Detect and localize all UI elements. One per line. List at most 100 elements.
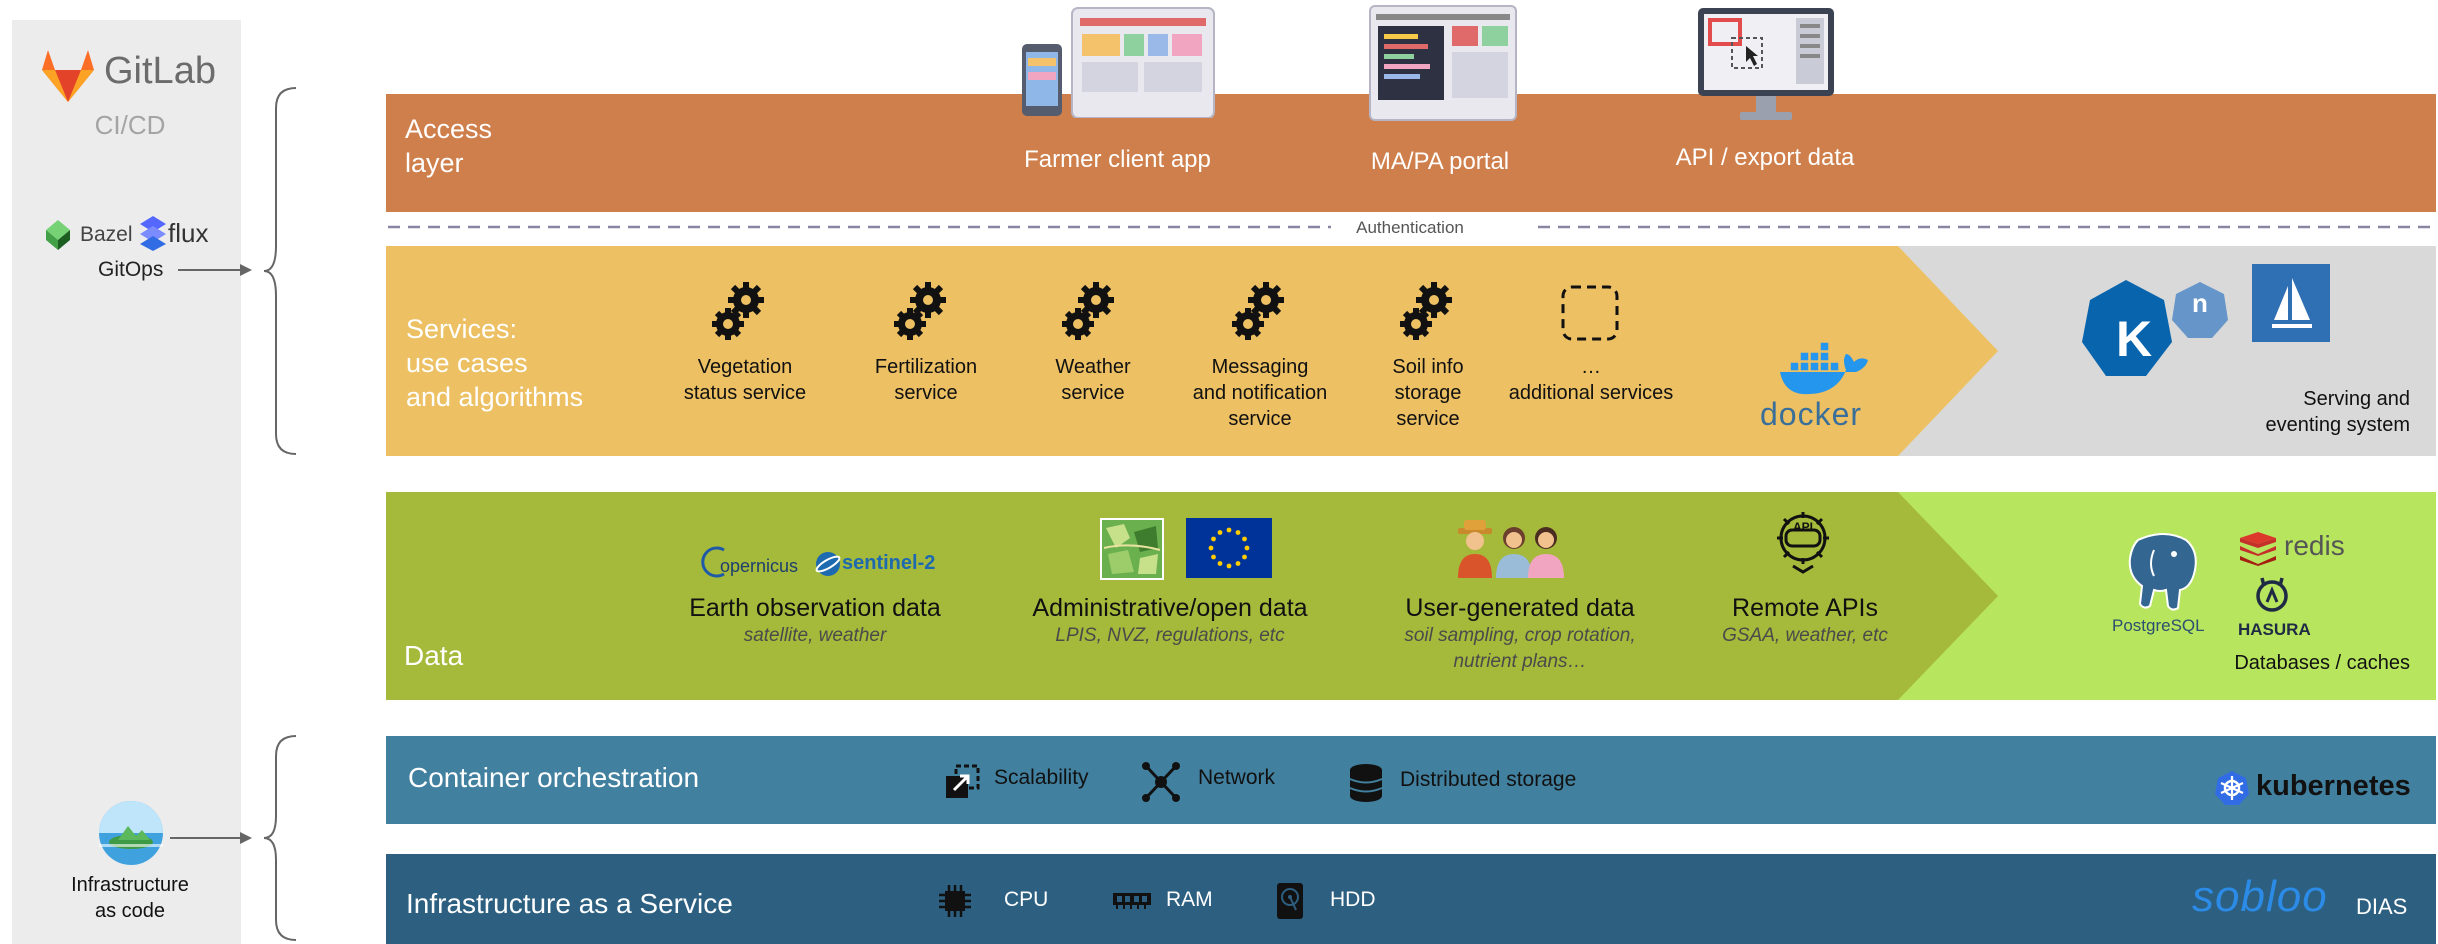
distributed-storage-icon <box>1349 764 1383 802</box>
knative-letter: K <box>2116 311 2153 367</box>
svc-line: Messaging <box>1211 356 1309 378</box>
administrative-data-sub: LPIS, NVZ, regulations, etc <box>1055 625 1285 646</box>
cicd-label: CI/CD <box>94 110 166 140</box>
farmer-client-app-label: Farmer client app <box>1024 146 1211 173</box>
api-export-data-label: API / export data <box>1675 144 1855 171</box>
gitops-label: GitOps <box>98 258 164 281</box>
administrative-data-title: Administrative/open data <box>1032 594 1308 622</box>
sobloo-logo: sobloo <box>2192 872 2328 921</box>
cpu-chip-icon <box>939 885 971 917</box>
services-title-line3: and algorithms <box>406 382 584 412</box>
iac-label: Infrastructure as code <box>50 872 210 924</box>
svc-line: service <box>1061 382 1125 404</box>
services-title: Services: use cases and algorithms <box>406 312 583 414</box>
additional-services-placeholder-icon <box>1561 285 1619 341</box>
user-generated-data-sub1: soil sampling, crop rotation, <box>1404 625 1636 646</box>
kubernetes-label: kubernetes <box>2256 770 2411 802</box>
access-title-line2: layer <box>405 148 464 178</box>
copernicus-logo-icon <box>701 546 725 578</box>
iaas-title: Infrastructure as a Service <box>406 888 733 919</box>
services-title-line1: Services: <box>406 314 518 344</box>
databases-caches-label: Databases / caches <box>2234 652 2410 674</box>
weather-service-gear-icon <box>1062 282 1114 340</box>
scalability-label: Scalability <box>994 766 1089 789</box>
svc-line: Weather <box>1055 356 1131 378</box>
weather-service-label: Weather service <box>1020 354 1166 406</box>
gitops-arrow-icon <box>178 264 252 276</box>
container-orchestration-title: Container orchestration <box>408 762 700 793</box>
vegetation-service-gear-icon <box>712 282 764 340</box>
api-badge-label: API <box>1792 520 1813 534</box>
copernicus-label: opernicus <box>720 556 799 576</box>
services-title-line2: use cases <box>406 348 528 378</box>
container-orchestration-band <box>386 736 2436 824</box>
iac-label-line1: Infrastructure <box>71 874 189 896</box>
redis-label: redis <box>2284 530 2345 561</box>
users-people-icon <box>1458 520 1564 578</box>
docker-whale-icon <box>1780 342 1868 395</box>
scalability-icon <box>946 764 980 798</box>
messaging-service-gear-icon <box>1232 282 1284 340</box>
hasura-label: HASURA <box>2238 620 2311 639</box>
kubernetes-helm-icon <box>2215 771 2249 805</box>
knative-superscript-badge-icon <box>2172 282 2228 338</box>
infrastructure-island-icon <box>99 801 163 865</box>
gitlab-logo-icon <box>42 50 94 102</box>
svc-line: … <box>1581 356 1601 378</box>
authentication-label: Authentication <box>1356 218 1464 237</box>
portal-window-icon <box>1369 5 1517 121</box>
user-generated-data-title: User-generated data <box>1405 594 1635 622</box>
sailboat-icon <box>2252 264 2330 342</box>
eu-flag-icon <box>1186 518 1272 578</box>
svc-line: status service <box>683 382 807 404</box>
soil-info-service-label: Soil info storage service <box>1370 354 1486 432</box>
upper-brace-icon <box>263 87 297 455</box>
knative-logo-icon <box>2082 280 2172 376</box>
sentinel-label: sentinel-2 <box>842 552 936 574</box>
additional-services-label: … additional services <box>1496 354 1686 406</box>
soil-info-service-gear-icon <box>1400 282 1452 340</box>
earth-observation-sub: satellite, weather <box>743 625 887 646</box>
data-title: Data <box>404 640 464 671</box>
serving-line2: eventing system <box>2265 414 2410 436</box>
redis-logo-icon <box>2240 532 2276 566</box>
serving-eventing-label: Serving and eventing system <box>2200 386 2410 438</box>
network-icon <box>1142 762 1180 802</box>
knative-superscript: n <box>2192 288 2208 318</box>
authentication-divider-icon <box>388 225 2434 229</box>
lower-brace-icon <box>263 735 297 941</box>
ram-label: RAM <box>1166 888 1213 911</box>
fertilization-service-label: Fertilization service <box>846 354 1006 406</box>
svc-line: storage <box>1394 382 1462 404</box>
hdd-label: HDD <box>1330 888 1376 911</box>
remote-apis-sub: GSAA, weather, etc <box>1722 625 1888 646</box>
svc-line: Vegetation <box>697 356 793 378</box>
sentinel-logo-icon <box>815 552 841 576</box>
svc-line: Soil info <box>1392 356 1464 378</box>
flux-label: flux <box>168 218 209 248</box>
cicd-sidebar <box>12 20 241 944</box>
cpu-label: CPU <box>1004 888 1049 911</box>
distributed-storage-label: Distributed storage <box>1400 768 1577 791</box>
user-generated-data-sub2: nutrient plans… <box>1453 651 1587 672</box>
remote-api-gear-icon <box>1777 512 1829 574</box>
earth-observation-title: Earth observation data <box>689 594 941 622</box>
svc-line: service <box>1228 408 1292 430</box>
postgresql-label: PostgreSQL <box>2112 616 2205 635</box>
data-band <box>386 492 2436 700</box>
iaas-band <box>386 854 2436 944</box>
messaging-service-label: Messaging and notification service <box>1180 354 1340 432</box>
svc-line: service <box>894 382 958 404</box>
fertilization-service-gear-icon <box>894 282 946 340</box>
flux-icon <box>140 216 166 251</box>
ma-pa-portal-label: MA/PA portal <box>1370 148 1510 175</box>
docker-label: docker <box>1760 396 1863 432</box>
api-monitor-icon <box>1698 8 1834 120</box>
iac-arrow-icon <box>170 832 252 844</box>
hdd-icon <box>1277 883 1303 919</box>
svc-line: service <box>1396 408 1460 430</box>
vegetation-service-label: Vegetation status service <box>660 354 830 406</box>
access-layer-title: Access layer <box>405 112 492 180</box>
bazel-icon <box>46 220 70 250</box>
dias-label: DIAS <box>2356 894 2408 919</box>
